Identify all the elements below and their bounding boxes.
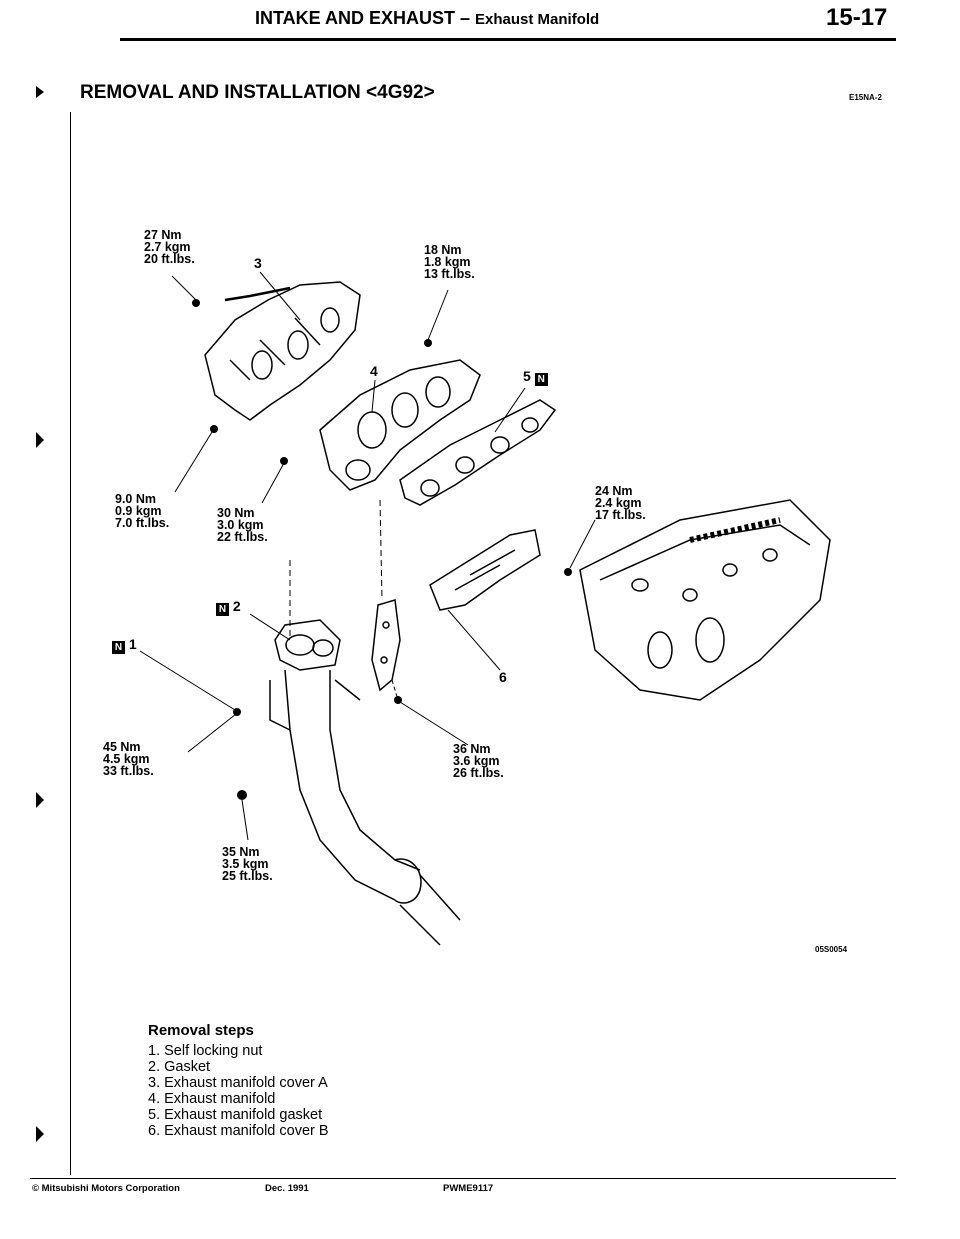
list-item: 6. Exhaust manifold cover B — [148, 1123, 329, 1139]
part-number-2: N 2 — [216, 598, 241, 616]
list-item: 5. Exhaust manifold gasket — [148, 1107, 323, 1123]
torque-nm: 27 Nm — [144, 228, 182, 242]
torque-ftlbs: 25 ft.lbs. — [222, 869, 273, 883]
part-number-text: 3 — [254, 255, 262, 271]
header-title-text: INTAKE AND EXHAUST – — [255, 8, 471, 28]
page-number: 15-17 — [826, 4, 888, 31]
part-number-3: 3 — [254, 255, 262, 271]
section-code: E15NA-2 — [849, 93, 882, 102]
list-item: 2. Gasket — [148, 1059, 211, 1075]
manifold-cover-a — [204, 281, 361, 421]
torque-kgm: 4.5 kgm — [103, 752, 150, 766]
nut-icon — [280, 457, 288, 465]
figure-code: 05S0054 — [815, 945, 848, 954]
footer-rule — [30, 1178, 896, 1179]
torque-kgm: 2.4 kgm — [595, 496, 642, 510]
torque-ftlbs: 13 ft.lbs. — [424, 267, 475, 281]
manifold-gasket — [399, 399, 557, 506]
engine-cylinder-head — [579, 499, 831, 701]
binder-marks — [36, 86, 44, 1142]
new-part-mark: N — [216, 603, 229, 616]
torque-kgm: 3.6 kgm — [453, 754, 500, 768]
list-item: 1. Self locking nut — [148, 1043, 263, 1059]
footer-doc-code: PWME9117 — [443, 1183, 494, 1194]
torque-kgm: 0.9 kgm — [115, 504, 162, 518]
bolt-icon — [192, 299, 200, 307]
torque-kgm: 1.8 kgm — [424, 255, 471, 269]
leader-lines — [139, 271, 596, 841]
torque-ftlbs: 20 ft.lbs. — [144, 252, 195, 266]
removal-steps-title: Removal steps — [148, 1022, 254, 1039]
page-header-title: INTAKE AND EXHAUST – Exhaust Manifold — [255, 8, 599, 29]
front-exhaust-pipe — [269, 619, 461, 946]
binder-mark — [36, 1126, 44, 1142]
part-number-6: 6 — [499, 669, 507, 685]
section-title: REMOVAL AND INSTALLATION <4G92> — [80, 82, 435, 103]
new-part-mark: N — [112, 641, 125, 654]
torque-ftlbs: 17 ft.lbs. — [595, 508, 646, 522]
torque-nm: 35 Nm — [222, 845, 260, 859]
torque-kgm: 2.7 kgm — [144, 240, 191, 254]
manifold-cover-b — [429, 529, 541, 611]
margin-rule — [70, 112, 71, 1175]
footer-copyright: © Mitsubishi Motors Corporation — [32, 1183, 180, 1194]
part-number-text: 4 — [370, 363, 378, 379]
torque-nm: 18 Nm — [424, 243, 462, 257]
bolt-icon — [210, 425, 218, 433]
torque-ftlbs: 7.0 ft.lbs. — [115, 516, 170, 530]
binder-mark — [36, 792, 44, 808]
pipe-bracket — [371, 599, 401, 692]
torque-ftlbs: 26 ft.lbs. — [453, 766, 504, 780]
removal-steps-list: 1. Self locking nut 2. Gasket 3. Exhaust… — [148, 1043, 329, 1139]
part-number-5: 5 N — [523, 368, 548, 386]
bolt-icon — [237, 790, 247, 800]
torque-kgm: 3.0 kgm — [217, 518, 264, 532]
list-item: 4. Exhaust manifold — [148, 1091, 276, 1107]
part-number-text: 2 — [232, 598, 241, 614]
torque-ftlbs: 33 ft.lbs. — [103, 764, 154, 778]
torque-nm: 45 Nm — [103, 740, 141, 754]
part-number-text: 1 — [128, 636, 137, 652]
exploded-view-diagram — [139, 271, 831, 946]
part-number-4: 4 — [370, 363, 378, 379]
bolt-icon — [564, 568, 572, 576]
torque-nm: 9.0 Nm — [115, 492, 156, 506]
binder-mark — [36, 86, 44, 98]
new-part-mark: N — [534, 373, 548, 386]
nut-icon — [424, 339, 432, 347]
torque-nm: 30 Nm — [217, 506, 255, 520]
header-rule — [120, 38, 896, 41]
torque-kgm: 3.5 kgm — [222, 857, 269, 871]
binder-mark — [36, 432, 44, 448]
part-number-1: N 1 — [112, 636, 137, 654]
torque-nm: 36 Nm — [453, 742, 491, 756]
part-number-text: 6 — [499, 669, 507, 685]
footer-date: Dec. 1991 — [265, 1183, 309, 1194]
header-subtitle: Exhaust Manifold — [475, 11, 600, 28]
torque-nm: 24 Nm — [595, 484, 633, 498]
torque-ftlbs: 22 ft.lbs. — [217, 530, 268, 544]
part-number-text: 5 — [523, 368, 531, 384]
list-item: 3. Exhaust manifold cover A — [148, 1075, 328, 1091]
